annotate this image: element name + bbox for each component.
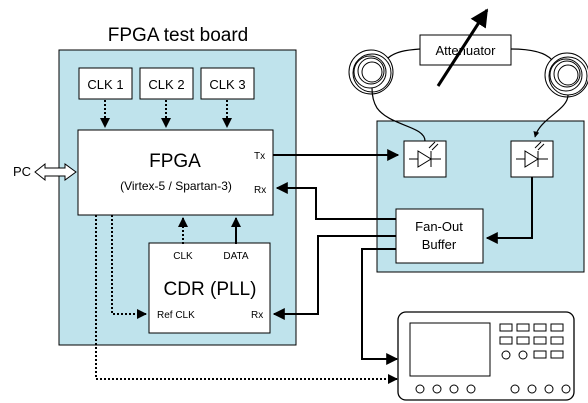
fanout-line2: Buffer — [422, 237, 457, 252]
attenuator-label: Attenuator — [436, 43, 497, 58]
attenuator-to-spool-fiber — [510, 48, 553, 61]
clock-arrows — [100, 100, 232, 128]
clock-3-box: CLK 3 — [200, 67, 255, 100]
fiber-spool-right-icon — [544, 52, 588, 98]
laser-fiber — [371, 87, 426, 142]
photodiode-icon — [510, 140, 554, 178]
clock-1-box: CLK 1 — [78, 67, 133, 100]
fanout-line1: Fan-Out — [415, 219, 463, 234]
cdr-title: CDR (PLL) — [164, 279, 257, 300]
buffer-to-scope-arrow — [361, 248, 399, 365]
photodiode-fiber-arrow — [533, 94, 569, 138]
cdr-rx-label: Rx — [251, 310, 263, 321]
pc-label: PC — [13, 164, 31, 179]
cdr-box: CLK DATA CDR (PLL) Ref CLK Rx — [148, 242, 271, 334]
clock-3-label: CLK 3 — [209, 77, 245, 92]
fpga-rx-label: Rx — [254, 185, 266, 196]
attenuator-box: Attenuator — [419, 34, 512, 66]
oscilloscope-icon — [397, 311, 575, 401]
fpga-trigger-to-scope-arrow — [95, 215, 398, 384]
photodiode-to-buffer-arrow — [485, 177, 533, 244]
cdr-clk-label: CLK — [173, 251, 193, 262]
fpga-refclk-to-cdr-arrow — [111, 215, 147, 319]
fan-out-buffer-box: Fan-Out Buffer — [395, 208, 484, 264]
board-title: FPGA test board — [108, 25, 248, 46]
pc-double-arrow — [34, 162, 77, 182]
fpga-tx-label: Tx — [254, 151, 265, 162]
clock-2-box: CLK 2 — [139, 67, 194, 100]
variable-arrow-icon — [436, 8, 489, 87]
fpga-box: FPGA (Virtex-5 / Spartan-3) Tx Rx — [77, 129, 274, 216]
cdr-data-label: DATA — [223, 251, 249, 262]
buffer-to-cdr-rx-arrow — [272, 235, 396, 320]
clock-2-label: CLK 2 — [148, 77, 184, 92]
fiber-spool-icon — [348, 49, 394, 95]
cdr-refclk-label: Ref CLK — [157, 310, 195, 321]
clock-1-label: CLK 1 — [87, 77, 123, 92]
fpga-title: FPGA — [149, 151, 201, 172]
spool-to-attenuator-fiber — [387, 48, 421, 59]
fpga-subtitle: (Virtex-5 / Spartan-3) — [120, 179, 232, 193]
buffer-to-fpga-rx-arrow — [275, 182, 396, 220]
laser-diode-icon — [403, 140, 447, 178]
